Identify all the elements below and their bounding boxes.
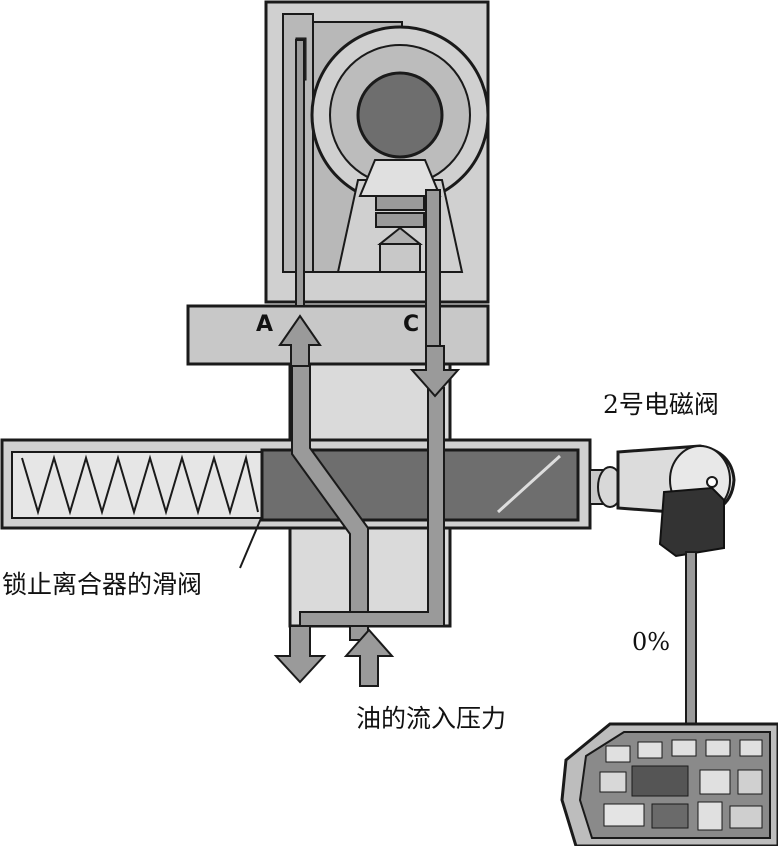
valve-body-lower [288,362,452,628]
flow-arrows [273,314,461,687]
solenoid-valve [589,444,736,741]
fluid-passages [291,39,445,641]
solenoid-label: 2号电磁阀 [603,390,719,419]
spring-icon [21,454,259,516]
slide-valve-label: 锁止离合器的滑阀 [2,570,203,599]
port-a-label: A [256,312,274,337]
slide-valve-housing [0,438,592,530]
arrow-up-icon [278,314,322,367]
arrow-down-icon [273,625,327,684]
arrow-down-icon [409,345,461,398]
slide-valve-leader [239,515,263,569]
port-c-label: C [403,312,420,337]
arrow-up-icon [343,628,395,687]
control-unit [560,722,778,846]
oil-pressure-label: 油的流入压力 [356,704,507,733]
duty-cycle-label: 0% [632,628,671,656]
